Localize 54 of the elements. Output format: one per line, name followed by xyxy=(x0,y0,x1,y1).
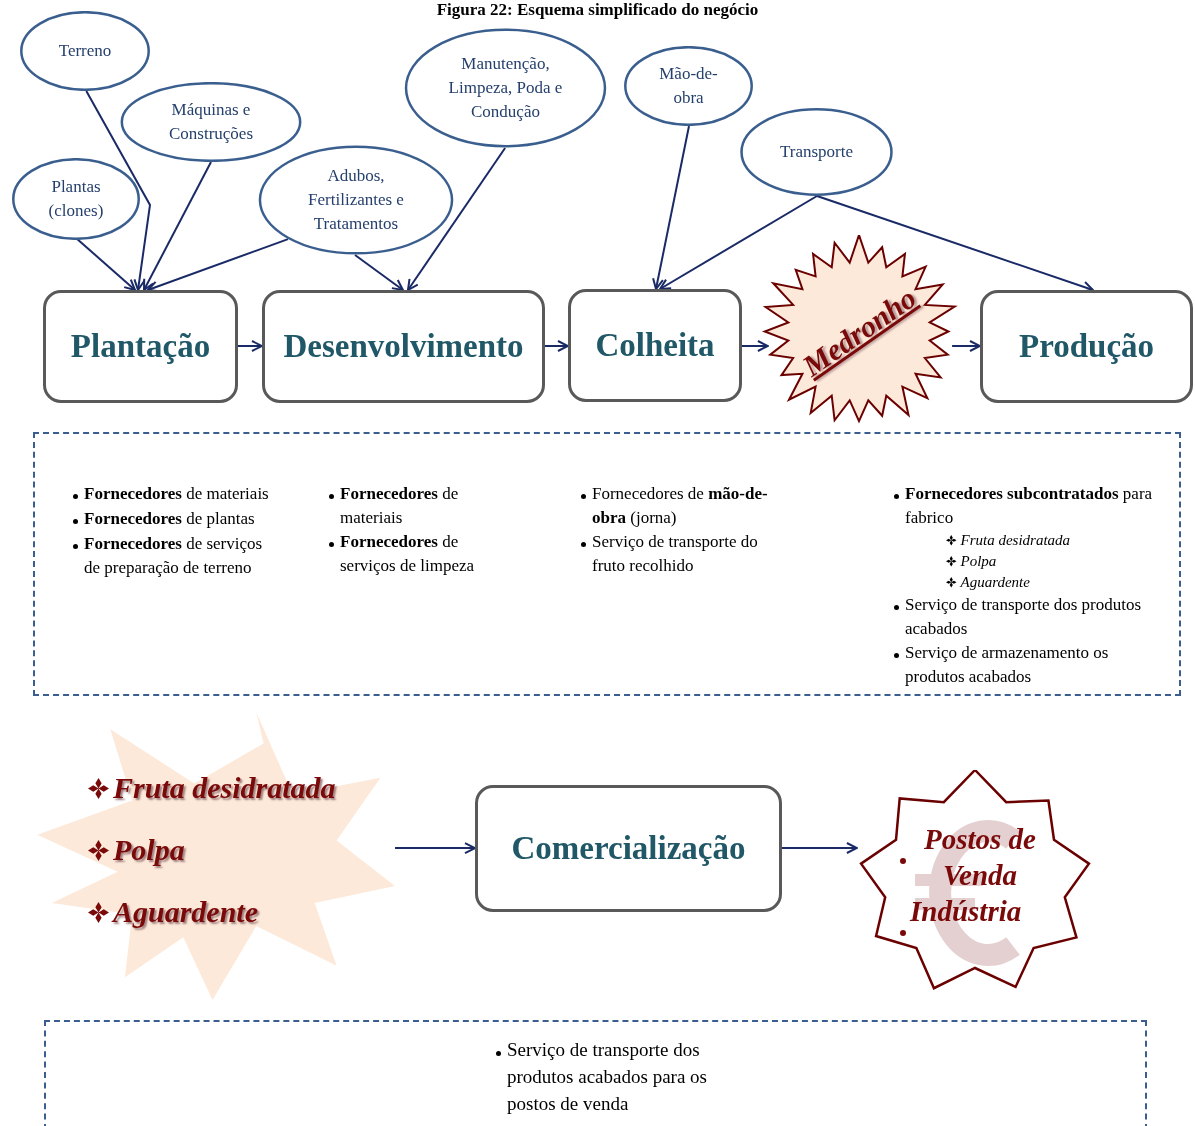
arrow xyxy=(237,340,263,352)
figure-title: Figura 22: Esquema simplificado do negócio xyxy=(435,0,760,20)
process-label: Colheita xyxy=(595,325,715,365)
product-label: Fruta desidratada xyxy=(113,770,336,806)
input-ellipse xyxy=(258,145,454,255)
bullet-text: Fornecedores de mão-de-obra (jorna) xyxy=(592,483,769,529)
supplier-panel xyxy=(33,432,1181,696)
product-item: Fruta desidratada xyxy=(960,531,1071,550)
process-label: Comercialização xyxy=(511,828,746,868)
market-label: Postos de Venda xyxy=(923,822,1037,893)
arrow xyxy=(85,90,152,291)
arrow xyxy=(741,340,769,352)
product-label: Aguardente xyxy=(113,894,259,930)
bullet-text: Fornecedores de materiais xyxy=(84,483,269,505)
arrow xyxy=(951,340,981,352)
arrow xyxy=(394,842,476,855)
ellipse-label: Máquinas e Construções xyxy=(167,99,254,145)
process-label: Plantação xyxy=(70,326,211,366)
process-label: Desenvolvimento xyxy=(283,326,524,366)
input-ellipse xyxy=(12,158,140,240)
process-box xyxy=(475,785,782,912)
process-box xyxy=(568,289,742,402)
arrow xyxy=(659,195,818,290)
ellipse-label: Manutenção, Limpeza, Poda e Condução xyxy=(447,53,564,123)
arrow xyxy=(143,161,212,291)
market-label: Indústria xyxy=(910,894,1022,929)
bullet-text: Serviço de armazenamento os produtos acabados xyxy=(905,642,1110,688)
bullet-text: Serviço de transporte dos produtos acabados para os postos de venda xyxy=(507,1038,708,1116)
arrow xyxy=(407,147,507,291)
bullet-text: Fornecedores de serviços de preparação de terreno xyxy=(84,533,264,579)
ellipse-label: Transporte xyxy=(779,141,853,163)
process-box xyxy=(43,290,238,403)
bullet-text: Fornecedores subcontratados para fabrico xyxy=(905,483,1154,529)
input-ellipse xyxy=(404,28,607,148)
bullet-text: Serviço de transporte do fruto recolhido xyxy=(592,531,759,577)
arrow xyxy=(544,340,569,352)
arrow xyxy=(781,842,858,854)
bullet-text: Serviço de transporte dos produtos acabados xyxy=(905,594,1143,640)
bullet-text: Fornecedores de plantas xyxy=(84,508,255,530)
process-box xyxy=(262,290,545,403)
ellipse-label: Plantas (clones) xyxy=(47,176,105,222)
ellipse-label: Adubos, Fertilizantes e Tratamentos xyxy=(307,165,405,235)
product-item: Polpa xyxy=(960,552,997,571)
input-ellipse xyxy=(740,108,893,196)
bullet-text: Fornecedores de serviços de limpeza xyxy=(340,531,476,577)
ellipse-label: Mão-de-obra xyxy=(658,63,719,109)
product-item: Aguardente xyxy=(960,573,1030,592)
product-label: Polpa xyxy=(113,832,185,868)
transport-panel xyxy=(44,1020,1147,1126)
arrow xyxy=(354,254,404,291)
ellipse-label: Terreno xyxy=(58,40,112,62)
process-label: Produção xyxy=(1018,326,1155,366)
arrow xyxy=(652,125,690,290)
process-box xyxy=(980,290,1193,403)
